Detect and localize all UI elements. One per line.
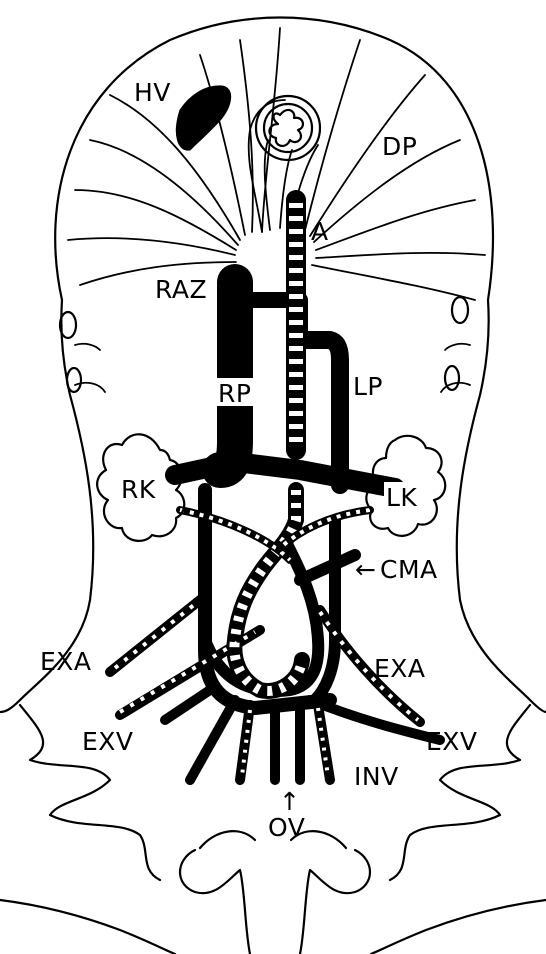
label-hv: HV [134, 78, 171, 107]
label-cma: CMA [380, 555, 438, 584]
arrow-cma: ← [355, 555, 376, 584]
label-rk: RK [121, 475, 156, 504]
label-raz: RAZ [155, 275, 207, 304]
label-exa-left: EXA [40, 647, 92, 676]
label-dp: DP [382, 132, 417, 161]
label-lp: LP [353, 372, 383, 401]
lateral-nodules [60, 297, 468, 392]
label-ov: OV [268, 813, 305, 842]
label-lk: LK [386, 483, 417, 512]
label-exv-right: EXV [426, 727, 478, 756]
spinal-cord-section [256, 96, 320, 160]
label-exa-right: EXA [374, 654, 426, 683]
label-rp: RP [218, 379, 251, 408]
dorsal-radiating-lines [68, 28, 485, 392]
label-exv-left: EXV [82, 727, 134, 756]
arrow-ov: ↑ [279, 787, 300, 816]
label-inv: INV [354, 762, 399, 791]
label-a: A [311, 217, 329, 246]
hepatic-vein-mass [176, 86, 230, 150]
right-azygos-vessel [220, 282, 235, 470]
